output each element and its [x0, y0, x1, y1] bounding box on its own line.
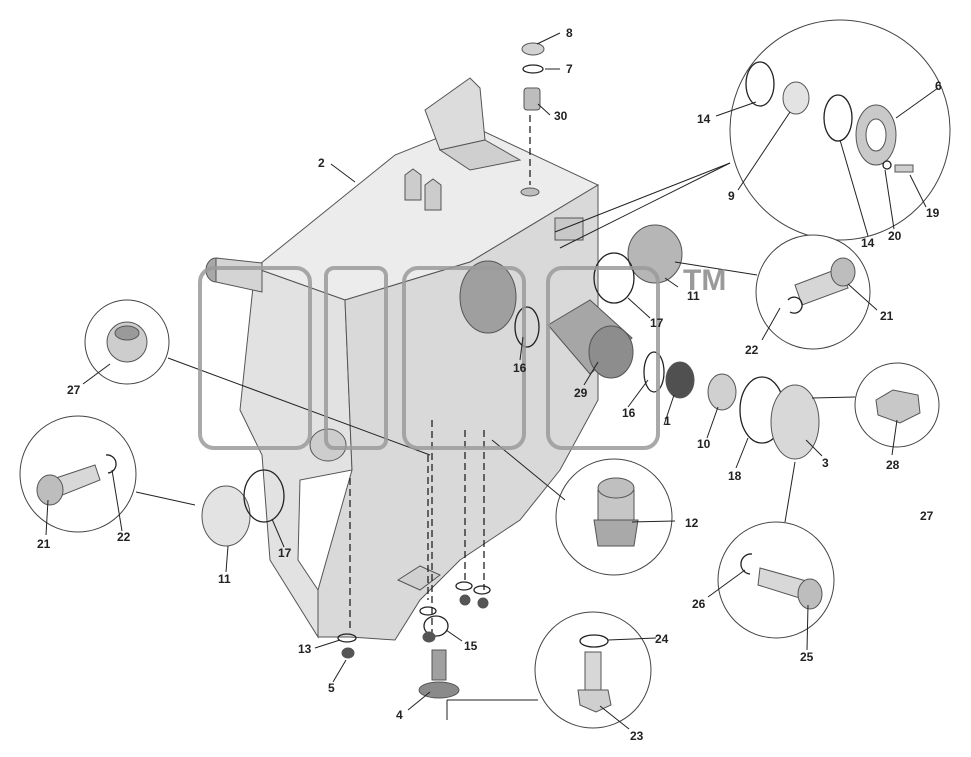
- label-30: 30: [554, 109, 568, 123]
- o-ring-16-inner: [514, 306, 540, 348]
- o-ring-7: [522, 64, 544, 74]
- label-13: 13: [298, 642, 312, 656]
- cover-11-left: [201, 485, 251, 547]
- label-5: 5: [328, 681, 335, 695]
- o-ring-16: [643, 351, 665, 393]
- fitting-30: [523, 87, 541, 111]
- label-16-right: 16: [622, 406, 636, 420]
- detail-circle-28: [811, 362, 940, 448]
- flange-1: [665, 361, 695, 399]
- label-4: 4: [396, 708, 403, 722]
- label-11-upper: 11: [687, 289, 700, 303]
- label-26: 26: [692, 597, 706, 611]
- label-27-left: 27: [67, 383, 81, 397]
- detail-circle-bolt-21-left: [19, 415, 196, 533]
- label-15: 15: [464, 639, 478, 653]
- label-17-upper: 17: [650, 316, 664, 330]
- label-14-upper: 14: [697, 112, 711, 126]
- label-28: 28: [886, 458, 900, 472]
- plug-5: [341, 647, 355, 659]
- ring-10: [707, 373, 737, 411]
- cover-3: [770, 384, 820, 460]
- washer-13: [337, 633, 357, 643]
- label-20: 20: [888, 229, 902, 243]
- label-7: 7: [566, 62, 573, 76]
- o-ring-15: [423, 615, 449, 637]
- label-6: 6: [935, 79, 942, 93]
- label-17-left: 17: [278, 546, 292, 560]
- label-9: 9: [728, 189, 735, 203]
- detail-circle-12: [491, 439, 673, 576]
- label-23: 23: [630, 729, 644, 743]
- label-2: 2: [318, 156, 325, 170]
- gasket-17-left: [243, 469, 285, 523]
- label-10: 10: [697, 437, 711, 451]
- label-19: 19: [926, 206, 940, 220]
- label-24: 24: [655, 632, 669, 646]
- detail-circle-23: [446, 611, 652, 729]
- label-12: 12: [685, 516, 699, 530]
- label-29: 29: [574, 386, 588, 400]
- label-22-right: 22: [745, 343, 759, 357]
- pipe-29: [547, 299, 634, 379]
- watermark-tm: ТМ: [683, 264, 726, 297]
- label-1: 1: [664, 414, 671, 428]
- cap-8: [521, 42, 545, 56]
- label-21-left: 21: [37, 537, 51, 551]
- label-18: 18: [728, 469, 742, 483]
- label-14-lower: 14: [861, 236, 875, 250]
- detail-circle-25: [717, 461, 835, 639]
- label-11-left: 11: [218, 572, 231, 586]
- callout-labels: 1 2 3 4 5 6 7 8 9 10 11 11 12 13 14 14 1…: [37, 26, 942, 743]
- label-21-right: 21: [880, 309, 894, 323]
- label-22-left: 22: [117, 530, 131, 544]
- label-27-right: 27: [920, 509, 934, 523]
- o-ring-17: [593, 252, 635, 304]
- detail-circle-bolt-21-right: [674, 234, 871, 350]
- label-16-left: 16: [513, 361, 527, 375]
- watermark-logo: ТМ: [198, 264, 726, 450]
- label-8: 8: [566, 26, 573, 40]
- valve-4: [418, 649, 460, 699]
- detail-circle-top-right: [554, 19, 951, 249]
- label-3: 3: [822, 456, 829, 470]
- label-25: 25: [800, 650, 814, 664]
